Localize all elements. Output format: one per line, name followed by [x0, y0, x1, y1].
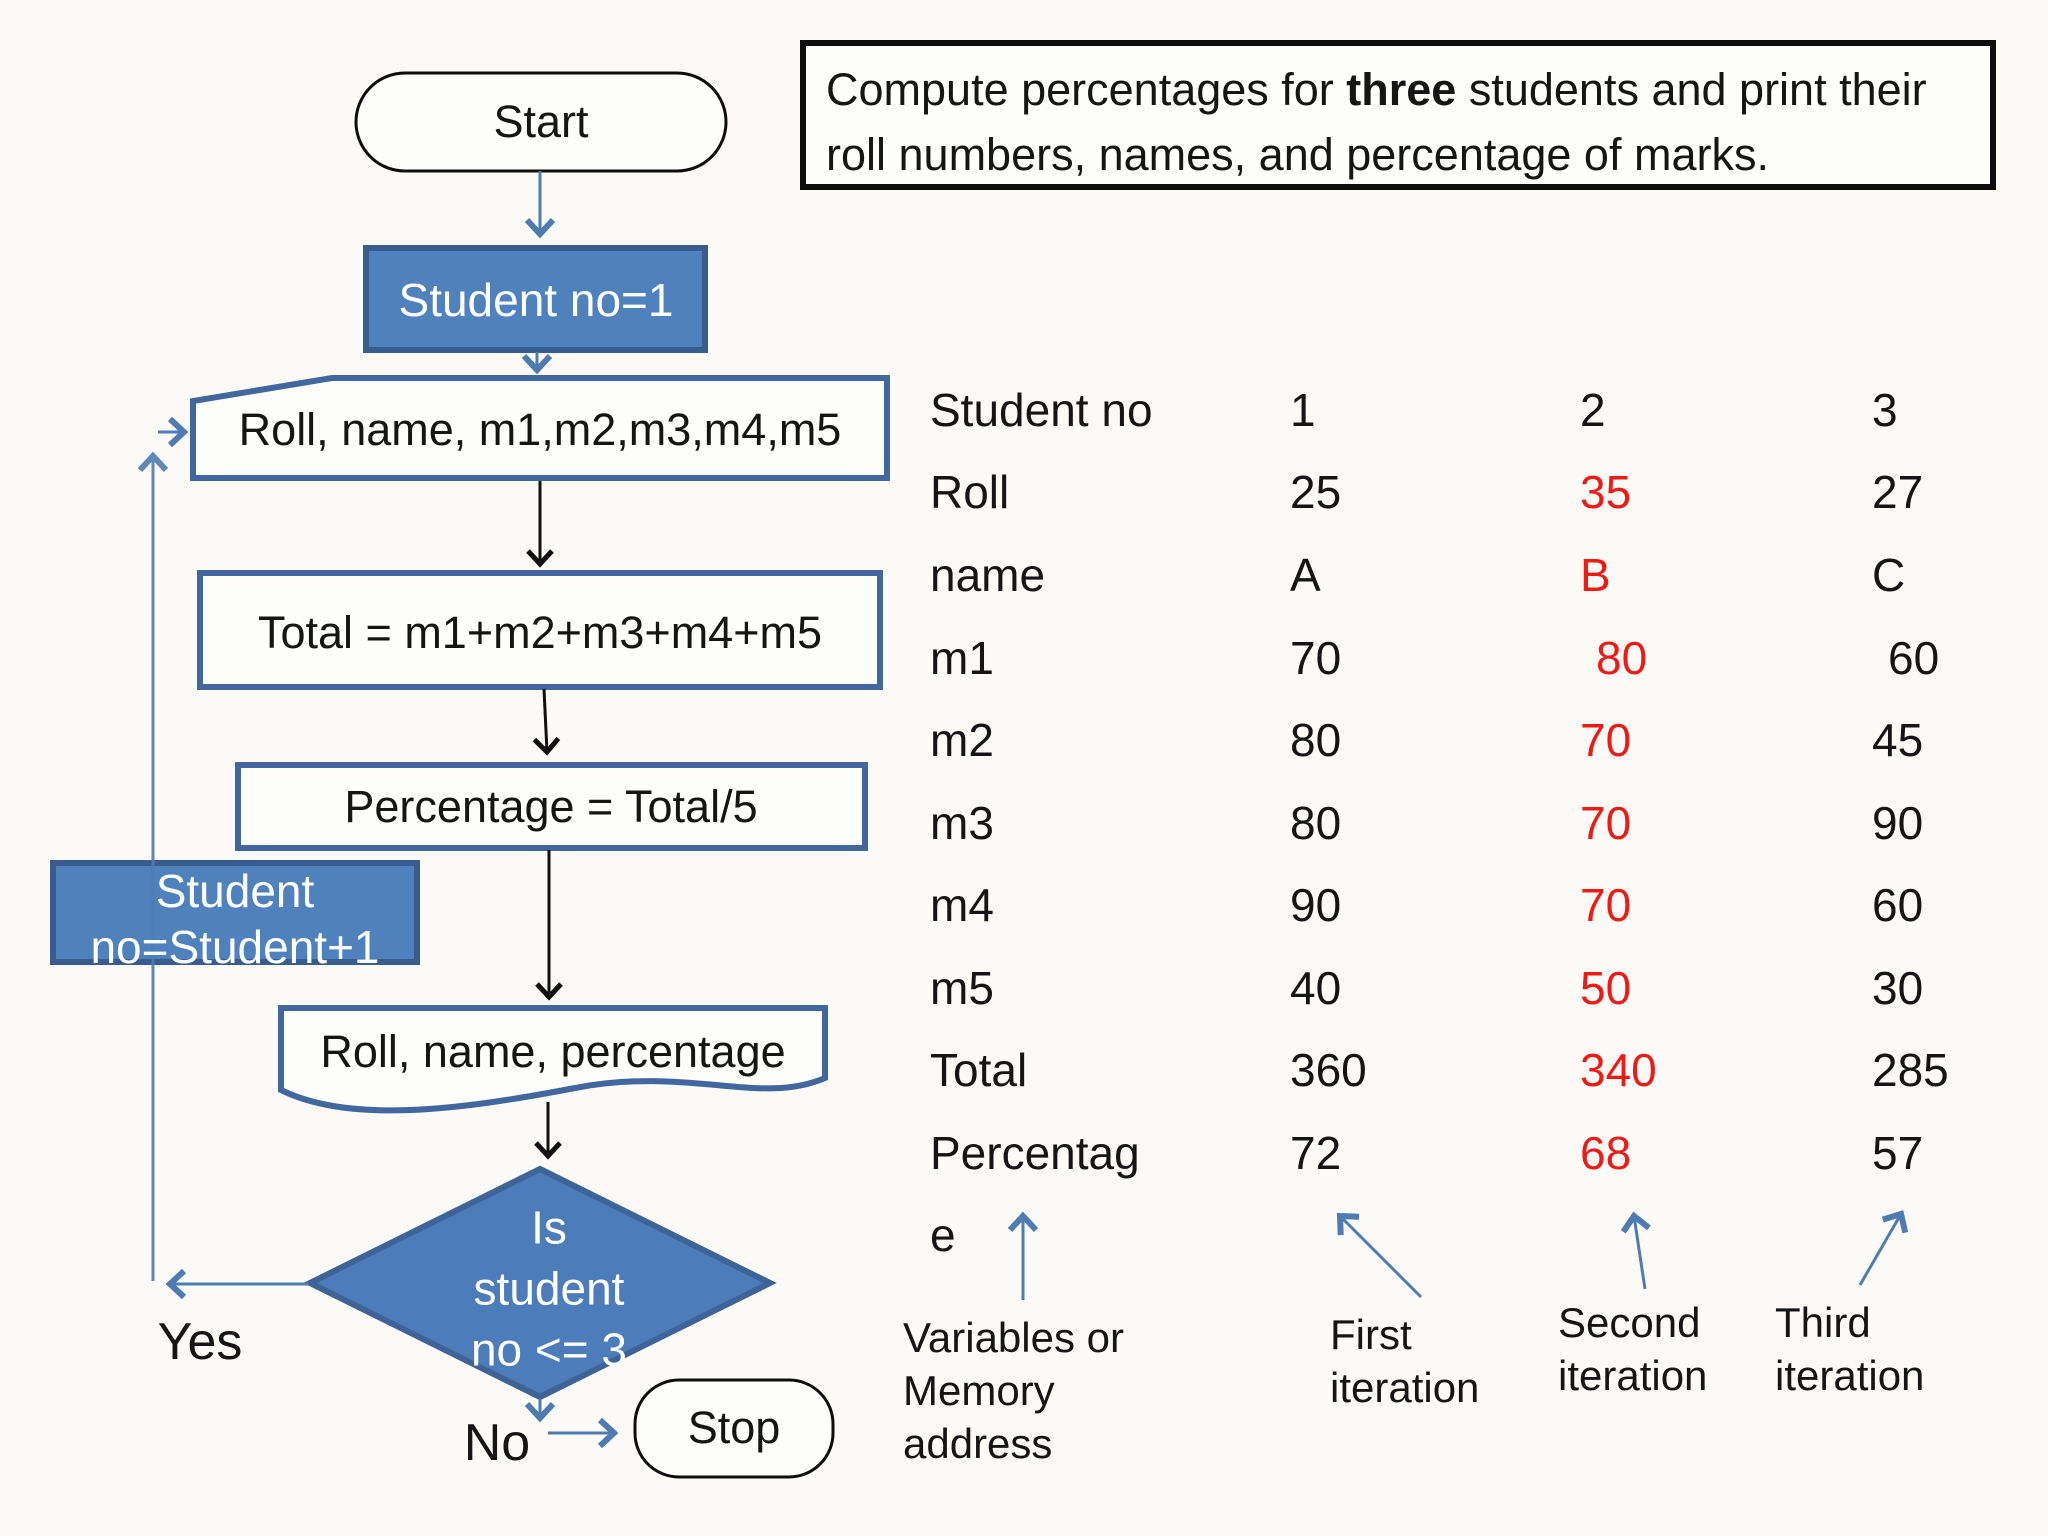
- cell-iter3: 90: [1872, 797, 1924, 849]
- init-process-shape: [363, 245, 708, 353]
- cell-iter1: 1: [1290, 384, 1316, 436]
- increment-process-shape: [50, 860, 420, 965]
- cell-iter3: 60: [1872, 879, 1924, 931]
- increment-label: Student no=Student+1: [90, 863, 379, 975]
- row-header: m3: [930, 797, 994, 849]
- arrow-second-iteration: [1620, 1211, 1651, 1290]
- row-header: Total: [930, 1044, 1028, 1096]
- first-iteration-annotation: First iteration: [1330, 1308, 1479, 1414]
- row-header-wrap: e: [930, 1209, 956, 1261]
- third-iteration-annotation: Third iteration: [1775, 1296, 1924, 1402]
- third-iteration-line2: iteration: [1775, 1352, 1925, 1399]
- cell-iter2: 35: [1580, 466, 1632, 518]
- variables-annotation-line1: Variables or: [903, 1314, 1124, 1361]
- cell-iter3: 60: [1888, 632, 1940, 684]
- second-iteration-annotation: Second iteration: [1558, 1296, 1707, 1402]
- problem-statement-box: Compute percentages for three students a…: [800, 40, 1996, 190]
- row-header: Percentag: [930, 1127, 1140, 1179]
- row-header: m5: [930, 962, 994, 1014]
- cell-iter2: B: [1580, 549, 1611, 601]
- stop-label: Stop: [687, 1402, 781, 1453]
- row-header: m2: [930, 714, 994, 766]
- cell-iter2: 80: [1596, 632, 1648, 684]
- cell-iter3: 30: [1872, 962, 1924, 1014]
- third-iteration-line1: Third: [1775, 1299, 1871, 1346]
- title-bold-word: three: [1346, 64, 1457, 115]
- input-label: Roll, name, m1,m2,m3,m4,m5: [238, 404, 842, 455]
- cell-iter2: 70: [1580, 714, 1632, 766]
- cell-iter1: 40: [1290, 962, 1342, 1014]
- variables-annotation: Variables or Memory address: [903, 1311, 1124, 1470]
- input-shape: [190, 375, 890, 481]
- title-suffix: students and print their roll numbers, n…: [826, 64, 1927, 180]
- cell-iter2: 68: [1580, 1127, 1632, 1179]
- variables-annotation-line3: address: [903, 1420, 1053, 1467]
- cell-iter2: 50: [1580, 962, 1632, 1014]
- yes-branch-label: Yes: [157, 1313, 243, 1371]
- total-label: Total = m1+m2+m3+m4+m5: [257, 607, 823, 658]
- output-label: Roll, name, percentage: [320, 1026, 786, 1077]
- cell-iter3: 45: [1872, 714, 1924, 766]
- cell-iter1: 360: [1290, 1044, 1367, 1096]
- stop-terminator-shape: [633, 1378, 835, 1479]
- arrow-first-iteration: [1336, 1212, 1423, 1299]
- decision-diamond-shape: [303, 1165, 777, 1401]
- second-iteration-line2: iteration: [1558, 1352, 1708, 1399]
- cell-iter3: 3: [1872, 384, 1898, 436]
- percentage-label: Percentage = Total/5: [344, 781, 758, 832]
- total-process-shape: [197, 570, 883, 690]
- second-iteration-line1: Second: [1558, 1299, 1701, 1346]
- row-header: Student no: [930, 384, 1153, 436]
- no-branch-label: No: [463, 1414, 531, 1472]
- cell-iter1: 25: [1290, 466, 1342, 518]
- first-iteration-line2: iteration: [1330, 1364, 1480, 1411]
- decision-label-line3: no <= 3: [470, 1323, 628, 1376]
- cell-iter3: 57: [1872, 1127, 1924, 1179]
- decision-label: Is student no <= 3: [471, 1198, 627, 1381]
- cell-iter2: 340: [1580, 1044, 1657, 1096]
- cell-iter2: 70: [1580, 797, 1632, 849]
- connector-total-to-percentage: [532, 688, 561, 756]
- row-header: m4: [930, 879, 994, 931]
- init-label: Student no=1: [398, 274, 674, 326]
- output-document-shape: [278, 1005, 828, 1114]
- cell-iter3: C: [1872, 549, 1906, 601]
- cell-iter2: 70: [1580, 879, 1632, 931]
- cell-iter3: 285: [1872, 1044, 1949, 1096]
- first-iteration-line1: First: [1330, 1311, 1412, 1358]
- cell-iter1: A: [1290, 549, 1321, 601]
- percentage-process-shape: [235, 762, 868, 851]
- decision-label-line1: Is: [531, 1201, 567, 1254]
- row-header: Roll: [930, 466, 1010, 518]
- increment-label-line1: Student: [155, 865, 315, 917]
- cell-iter1: 90: [1290, 879, 1342, 931]
- row-header: m1: [930, 632, 994, 684]
- increment-label-line2: no=Student+1: [90, 921, 380, 973]
- start-label: Start: [493, 96, 589, 147]
- row-header: name: [930, 549, 1046, 601]
- cell-iter1: 80: [1290, 714, 1342, 766]
- cell-iter3: 27: [1872, 466, 1924, 518]
- variables-annotation-line2: Memory: [903, 1367, 1055, 1414]
- decision-label-line2: student: [473, 1262, 625, 1315]
- cell-iter1: 70: [1290, 632, 1342, 684]
- cell-iter1: 80: [1290, 797, 1342, 849]
- arrow-third-iteration: [1858, 1210, 1909, 1286]
- title-prefix: Compute percentages for: [826, 64, 1347, 115]
- cell-iter2: 2: [1580, 384, 1606, 436]
- cell-iter1: 72: [1290, 1127, 1342, 1179]
